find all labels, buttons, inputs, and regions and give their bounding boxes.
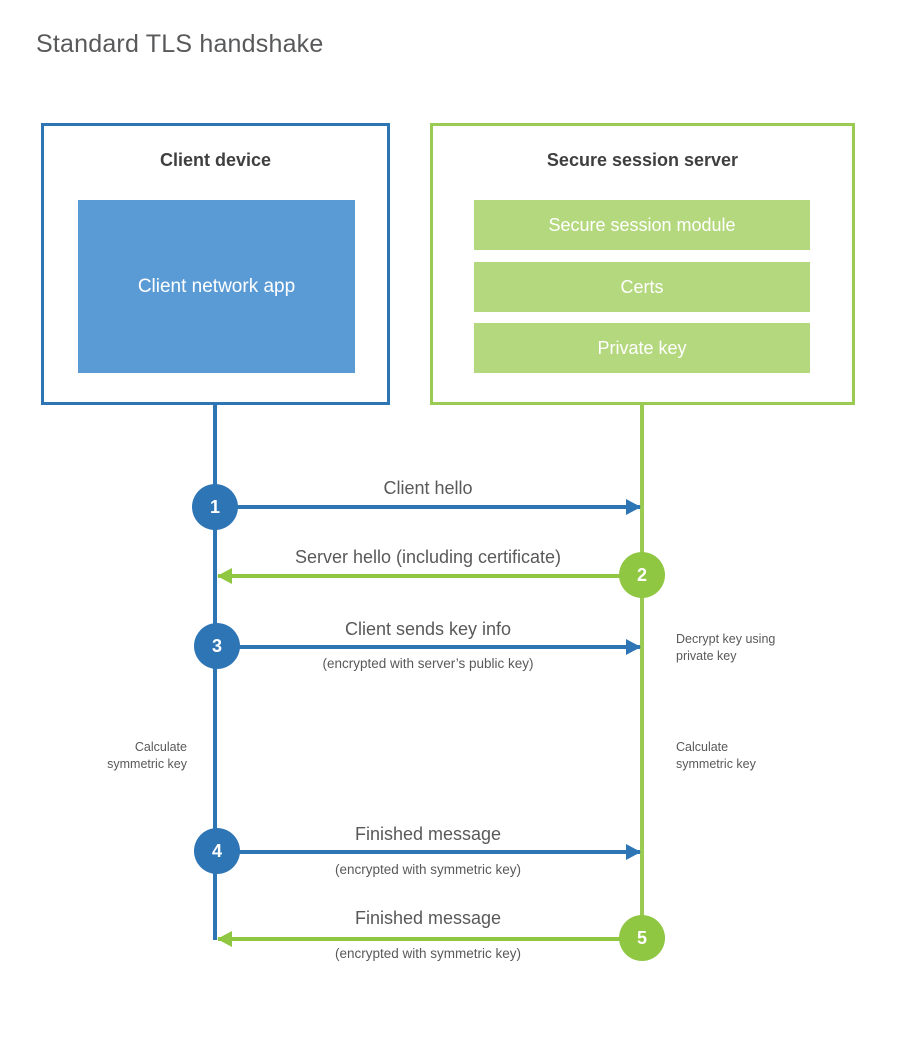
client-device-heading: Client device [159, 150, 272, 170]
step-2-label: Server hello (including certificate) [294, 547, 562, 567]
secure-session-module: Secure session module [474, 200, 810, 250]
step-3-sublabel: (encrypted with server’s public key) [322, 656, 534, 671]
arrow-head-left-icon [217, 931, 232, 947]
arrow-head-left-icon [217, 568, 232, 584]
step-2-number: 2 [636, 564, 647, 585]
step-5-sublabel: (encrypted with symmetric key) [334, 946, 522, 961]
step-3-circle: 3 [194, 623, 240, 669]
step-1-number: 1 [209, 496, 220, 517]
client-lifeline [213, 404, 217, 940]
arrow-head-right-icon [626, 499, 641, 515]
step-3-label: Client sends key info [344, 619, 512, 639]
step-4-label: Finished message [354, 824, 502, 844]
step-1-arrow [216, 499, 641, 515]
step-4-number: 4 [211, 840, 222, 861]
step-5-arrow [217, 931, 642, 947]
arrow-head-right-icon [626, 844, 641, 860]
page-title: Standard TLS handshake [36, 30, 324, 58]
private-key-module: Private key [474, 323, 810, 373]
arrow-head-right-icon [626, 639, 641, 655]
step-1-circle: 1 [192, 484, 238, 530]
certs-module: Certs [474, 262, 810, 312]
note-calculate-symmetric-key-client: Calculate symmetric key [107, 740, 187, 771]
step-5-circle: 5 [619, 915, 665, 961]
client-network-app-label: Client network app [137, 275, 296, 297]
note-calculate-symmetric-key-server: Calculate symmetric key [676, 740, 756, 771]
server-heading: Secure session server [546, 150, 739, 170]
step-4-sublabel: (encrypted with symmetric key) [334, 862, 522, 877]
step-4-circle: 4 [194, 828, 240, 874]
step-2-arrow [217, 568, 642, 584]
step-4-arrow [217, 844, 641, 860]
note-decrypt-key: Decrypt key using private key [676, 632, 776, 663]
step-5-number: 5 [636, 927, 647, 948]
secure-session-server-box: Secure session server Secure session mod… [430, 123, 855, 405]
step-3-arrow [217, 639, 641, 655]
step-5-label: Finished message [354, 908, 502, 928]
client-device-box: Client device Client network app [41, 123, 390, 405]
client-network-app-module: Client network app [78, 200, 355, 373]
step-2-circle: 2 [619, 552, 665, 598]
server-lifeline [640, 404, 644, 940]
step-3-number: 3 [211, 635, 222, 656]
step-1-label: Client hello [383, 478, 473, 498]
